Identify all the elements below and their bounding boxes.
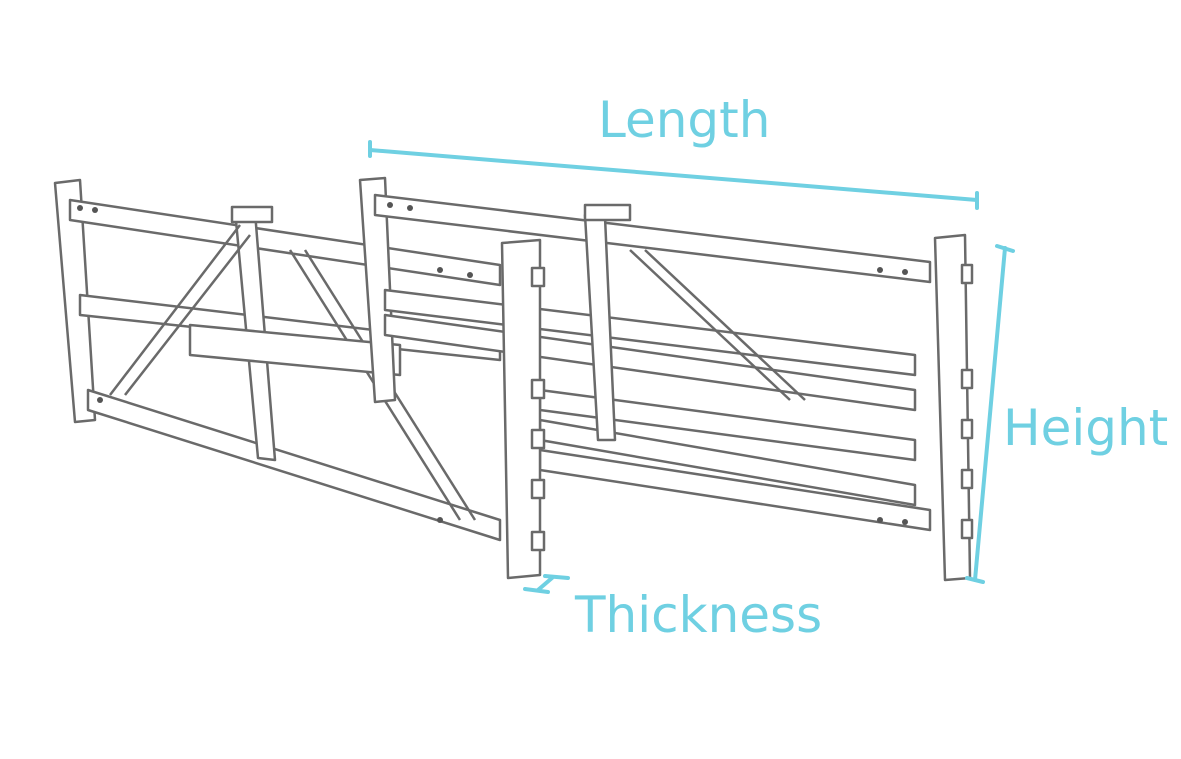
front-post — [500, 238, 546, 580]
thickness-dimension-line — [523, 574, 570, 594]
right-gate — [358, 176, 974, 582]
left-gate — [53, 178, 502, 542]
length-dimension-line — [368, 140, 979, 210]
hinge — [230, 205, 274, 224]
height-label: Height — [1003, 399, 1169, 457]
thickness-label: Thickness — [575, 586, 823, 644]
height-dimension-line — [965, 244, 1015, 584]
hinge-right — [583, 203, 632, 222]
bottom-rail — [86, 388, 502, 542]
left-post — [53, 178, 97, 424]
top-rail-right — [373, 193, 932, 284]
length-label: Length — [598, 91, 771, 149]
middle-post — [358, 176, 397, 404]
latch-bar — [188, 323, 402, 377]
top-rail — [68, 198, 502, 287]
